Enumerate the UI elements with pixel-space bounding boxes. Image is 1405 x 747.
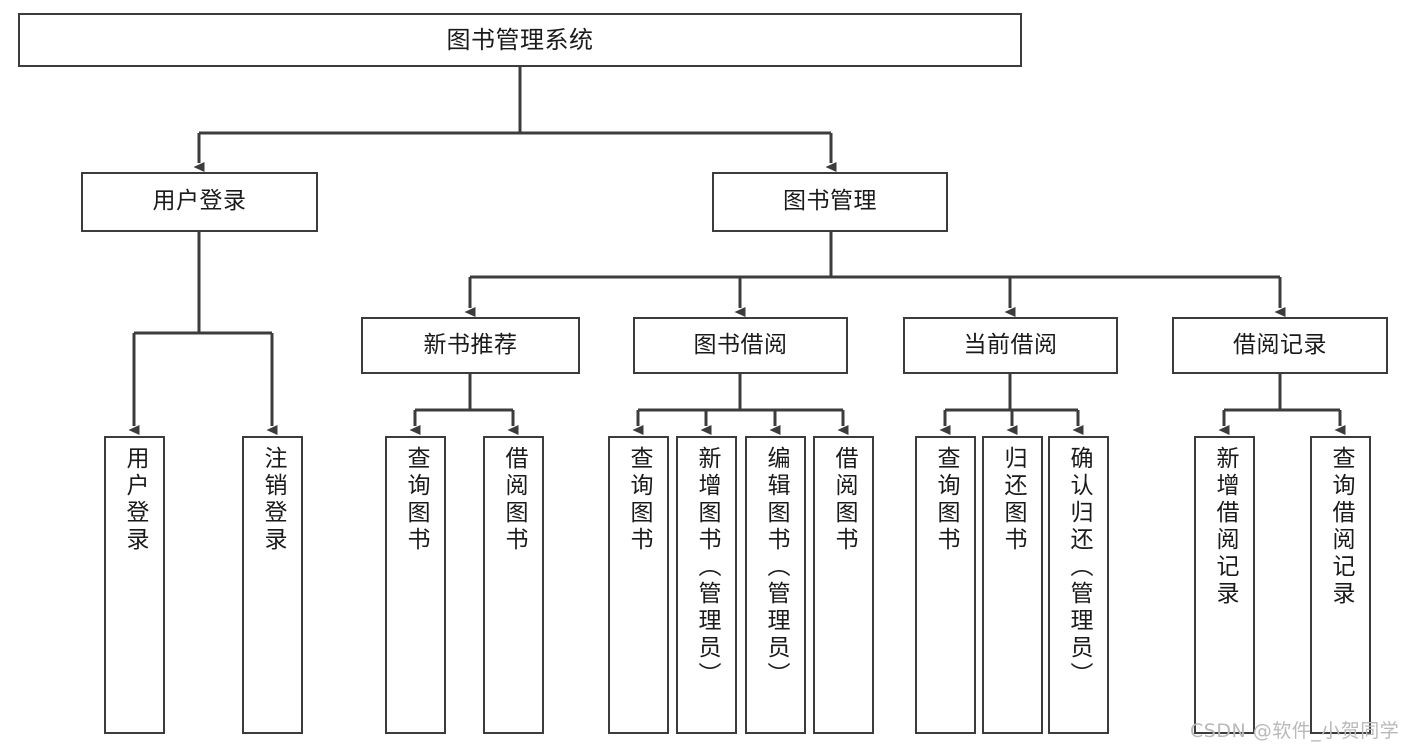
node-leaf-logout[interactable]: 注销登录 bbox=[242, 436, 303, 734]
node-leaf-return-book[interactable]: 归还图书 bbox=[982, 436, 1043, 734]
node-book-borrow[interactable]: 图书借阅 bbox=[633, 317, 848, 374]
node-leaf-add-book[interactable]: 新增图书（管理员） bbox=[676, 436, 737, 734]
node-borrow-record[interactable]: 借阅记录 bbox=[1172, 317, 1388, 374]
node-leaf-borrow-book-1[interactable]: 借阅图书 bbox=[483, 436, 544, 734]
node-leaf-query-book-2[interactable]: 查询图书 bbox=[608, 436, 669, 734]
node-label: 查询图书 bbox=[403, 446, 429, 554]
node-new-book-rec[interactable]: 新书推荐 bbox=[361, 317, 580, 374]
node-label: 新增借阅记录 bbox=[1212, 446, 1238, 608]
node-root-system[interactable]: 图书管理系统 bbox=[18, 13, 1022, 67]
node-label: 借阅图书 bbox=[501, 446, 527, 554]
node-label: 图书管理系统 bbox=[446, 25, 594, 54]
node-current-borrow[interactable]: 当前借阅 bbox=[903, 317, 1118, 374]
node-user-login[interactable]: 用户登录 bbox=[81, 172, 318, 232]
node-leaf-query-book-1[interactable]: 查询图书 bbox=[385, 436, 446, 734]
node-label: 图书借阅 bbox=[693, 331, 788, 358]
node-label: 注销登录 bbox=[260, 446, 286, 554]
node-label: 借阅图书 bbox=[831, 446, 857, 554]
node-label: 图书管理 bbox=[783, 188, 877, 215]
node-label: 归还图书 bbox=[1000, 446, 1026, 554]
node-label: 查询借阅记录 bbox=[1328, 446, 1354, 608]
node-leaf-query-record[interactable]: 查询借阅记录 bbox=[1310, 436, 1371, 734]
node-label: 查询图书 bbox=[933, 446, 959, 554]
node-leaf-edit-book[interactable]: 编辑图书（管理员） bbox=[745, 436, 806, 734]
node-leaf-user-login[interactable]: 用户登录 bbox=[104, 436, 165, 734]
node-label: 编辑图书（管理员） bbox=[763, 446, 789, 689]
node-leaf-confirm-return[interactable]: 确认归还（管理员） bbox=[1048, 436, 1109, 734]
node-leaf-borrow-book-2[interactable]: 借阅图书 bbox=[813, 436, 874, 734]
node-label: 确认归还（管理员） bbox=[1066, 446, 1092, 689]
node-label: 当前借阅 bbox=[963, 331, 1058, 358]
node-label: 用户登录 bbox=[122, 446, 148, 554]
node-label: 借阅记录 bbox=[1233, 331, 1327, 358]
node-label: 用户登录 bbox=[152, 188, 247, 215]
node-label: 新书推荐 bbox=[423, 331, 518, 358]
node-leaf-add-record[interactable]: 新增借阅记录 bbox=[1194, 436, 1255, 734]
node-label: 新增图书（管理员） bbox=[694, 446, 720, 689]
node-book-manage[interactable]: 图书管理 bbox=[712, 172, 948, 232]
node-leaf-query-book-3[interactable]: 查询图书 bbox=[915, 436, 976, 734]
csdn-watermark: CSDN @软件_小贺同学 bbox=[1190, 720, 1400, 742]
node-label: 查询图书 bbox=[626, 446, 652, 554]
